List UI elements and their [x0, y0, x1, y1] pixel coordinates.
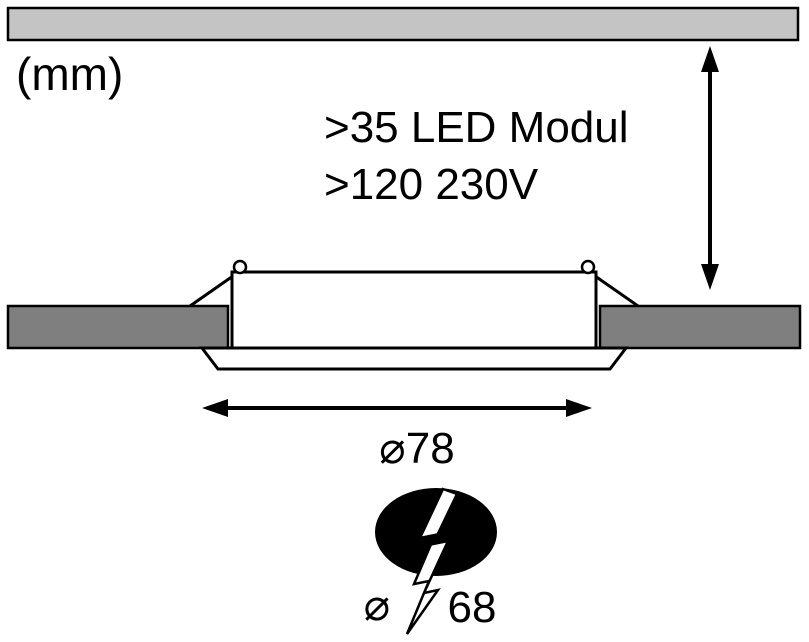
lightning-bolt-icon	[405, 487, 459, 635]
arrowhead-up	[701, 46, 719, 72]
luminaire-trim-ring	[198, 346, 630, 371]
cutout-symbol	[375, 487, 497, 635]
depth-annotation-line2: >120 230V	[324, 160, 539, 209]
luminaire-cross-section	[189, 259, 639, 371]
vertical-double-arrow	[701, 46, 719, 290]
spring-clip-right	[594, 274, 639, 308]
cutout-diameter-value: 68	[448, 583, 497, 632]
clip-pivot-left	[232, 259, 248, 275]
arrowhead-left	[202, 399, 228, 417]
ceiling-section-left	[6, 304, 230, 350]
outer-diameter-label: ⌀78	[379, 424, 454, 473]
depth-annotation-line1: >35 LED Modul	[324, 103, 629, 152]
luminaire-housing	[230, 270, 598, 350]
cutout-diameter-symbol: ⌀	[364, 581, 391, 630]
clip-pivot-right	[580, 259, 596, 275]
ceiling-top-bar	[6, 6, 800, 42]
arrowhead-right	[566, 399, 592, 417]
arrowhead-down	[701, 264, 719, 290]
horizontal-double-arrow	[202, 399, 592, 417]
ceiling-section-right	[598, 304, 802, 350]
unit-label: (mm)	[16, 48, 123, 100]
spring-clip-left	[189, 274, 234, 308]
